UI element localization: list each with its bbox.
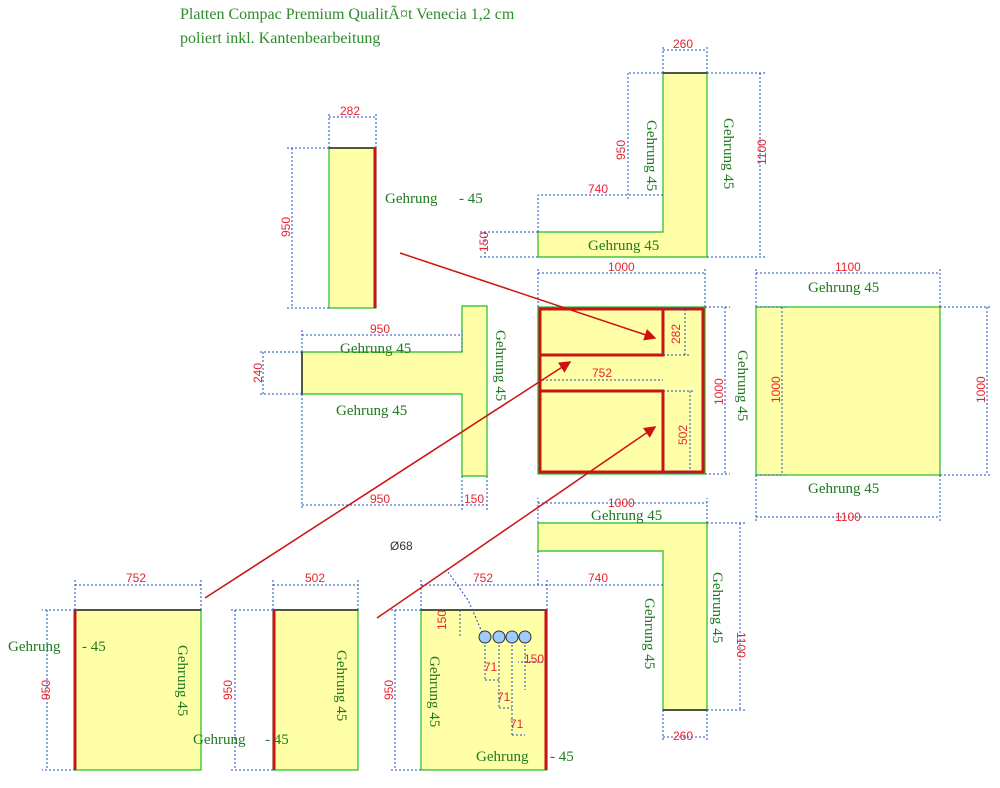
- gehrung-t-side: Gehrung 45: [492, 330, 508, 401]
- gehrung-t-bottom: Gehrung 45: [336, 403, 407, 419]
- gehrung-282-label: Gehrung: [385, 191, 438, 207]
- gehrung-282-minus45: - 45: [459, 191, 483, 207]
- dim-740-top: 740: [588, 182, 608, 196]
- gehrung-bottom-l-inner: Gehrung 45: [641, 598, 657, 669]
- panel-l-top: [537, 72, 708, 258]
- gehrung-bottom-b-side: Gehrung 45: [333, 650, 349, 721]
- dim-260-bottom: 260: [673, 729, 693, 743]
- gehrung-right-top: Gehrung 45: [808, 280, 879, 296]
- dim-950-bottom-a: 950: [39, 680, 53, 700]
- dim-71-b: 71: [497, 690, 511, 704]
- dim-950-t-bottom: 950: [370, 492, 390, 506]
- panel-282x950: [328, 147, 377, 309]
- gehrung-bottom-l-outer: Gehrung 45: [709, 572, 725, 643]
- gehrung-bottom-b-label: Gehrung: [193, 732, 246, 748]
- dimension-texts: 260 1100 950 740 150 282 950 950 240 950…: [39, 37, 988, 743]
- panel-right-1100: [755, 306, 941, 476]
- dim-740-bottom: 740: [588, 571, 608, 585]
- dim-502-center: 502: [676, 425, 690, 445]
- panel-l-bottom: [537, 522, 708, 711]
- panel-top-edges: [75, 72, 707, 711]
- gehrung-top-l-outer: Gehrung 45: [720, 118, 736, 189]
- dim-71-a: 71: [484, 660, 498, 674]
- dim-282: 282: [340, 104, 360, 118]
- gehrung-bottom-a-side: Gehrung 45: [174, 645, 190, 716]
- dim-1100-bottom: 1100: [734, 632, 748, 658]
- dim-71-c: 71: [510, 717, 524, 731]
- gehrung-bottom-b-minus45: - 45: [265, 732, 289, 748]
- dim-1000-bottom-l: 1000: [608, 496, 635, 510]
- gehrung-bottom-a-label: Gehrung: [8, 639, 61, 655]
- dim-260-top: 260: [673, 37, 693, 51]
- dim-950-t-top: 950: [370, 322, 390, 336]
- hole-4: [518, 630, 532, 644]
- dim-240: 240: [251, 363, 265, 383]
- hole-2: [492, 630, 506, 644]
- dim-282-center: 282: [669, 324, 683, 344]
- gehrung-bottom-l-top: Gehrung 45: [591, 508, 662, 524]
- gehrung-t-top: Gehrung 45: [340, 341, 411, 357]
- dim-150-hole: 150: [435, 610, 449, 630]
- dim-1100-right-top: 1100: [835, 260, 861, 274]
- gehrung-center-side: Gehrung 45: [734, 350, 750, 421]
- dim-502-bottom: 502: [305, 571, 325, 585]
- arrow-502: [376, 426, 657, 619]
- hole-1: [478, 630, 492, 644]
- title-line-1: Platten Compac Premium QualitÃ¤t Venecia…: [180, 6, 515, 23]
- hole-3: [505, 630, 519, 644]
- dim-150-t: 150: [464, 492, 484, 506]
- dim-150-top: 150: [477, 232, 491, 252]
- dim-1000-center-top: 1000: [608, 260, 635, 274]
- dim-752-bottom-a: 752: [126, 571, 146, 585]
- dim-950-left: 950: [279, 217, 293, 237]
- arrow-752: [204, 361, 572, 599]
- gehrung-bottom-c-label: Gehrung: [476, 749, 529, 765]
- panels: [74, 72, 941, 771]
- dim-1000-right-inner: 1000: [769, 376, 783, 403]
- dim-950-top: 950: [614, 140, 628, 160]
- dim-1100-top: 1100: [755, 139, 769, 165]
- diameter-label: Ø68: [390, 539, 413, 553]
- arrow-282: [399, 252, 657, 341]
- dim-1000-center-side: 1000: [712, 378, 726, 405]
- dim-950-bottom-c: 950: [382, 680, 396, 700]
- gehrung-bottom-a-minus45: - 45: [82, 639, 106, 655]
- dim-1000-right-outer: 1000: [974, 376, 988, 403]
- gehrung-bottom-c-minus45: - 45: [550, 749, 574, 765]
- panel-t: [301, 305, 488, 477]
- arrows: [204, 252, 657, 619]
- gehrung-bottom-c-side: Gehrung 45: [426, 656, 442, 727]
- dimension-lines: [42, 45, 992, 771]
- dim-150-hole-side: 150: [524, 652, 544, 666]
- gehrung-top-l-inner: Gehrung 45: [643, 120, 659, 191]
- title-line-2: poliert inkl. Kantenbearbeitung: [180, 30, 381, 47]
- gehrung-labels: Gehrung 45 Gehrung 45 Gehrung 45 Gehrung…: [8, 118, 879, 765]
- dim-752-bottom-b: 752: [473, 571, 493, 585]
- gehrung-right-bottom: Gehrung 45: [808, 481, 879, 497]
- dim-752-center: 752: [592, 366, 612, 380]
- holes: [478, 630, 532, 644]
- panel-bottom-502: [272, 609, 359, 771]
- gehrung-top-l-bottom: Gehrung 45: [588, 238, 659, 254]
- dim-1100-right-bottom: 1100: [835, 510, 861, 524]
- dim-950-bottom-b: 950: [221, 680, 235, 700]
- panel-bottom-752a: [74, 609, 202, 771]
